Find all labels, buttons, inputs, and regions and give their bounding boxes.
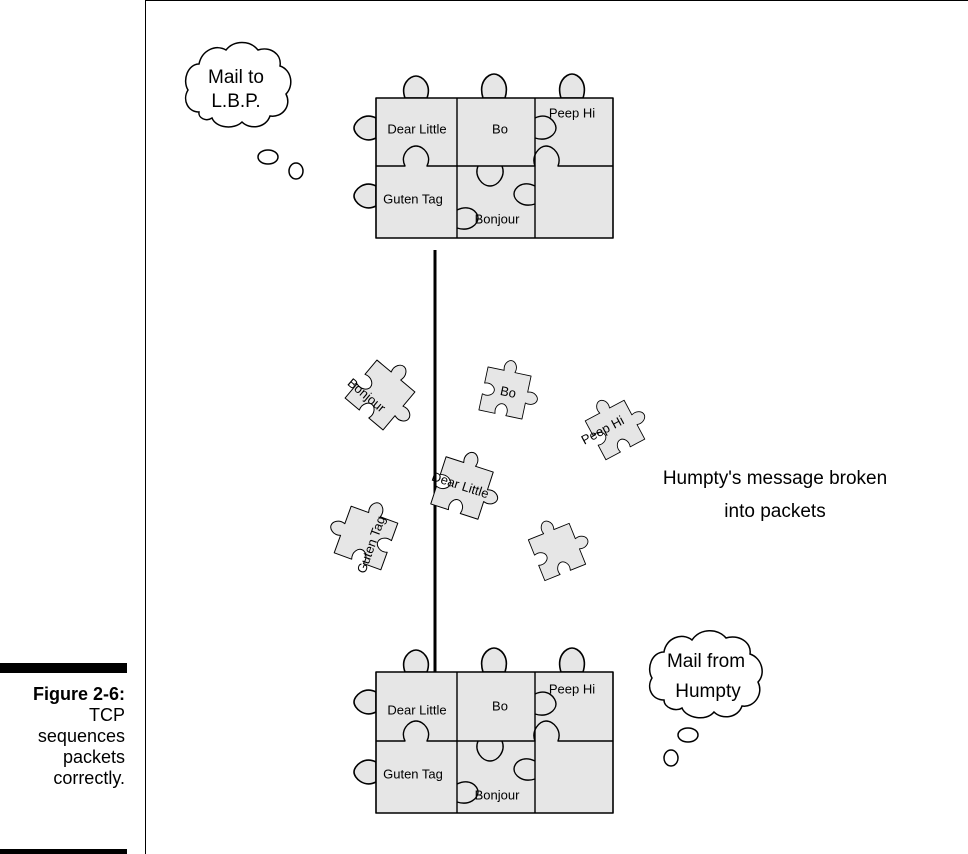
caption-rule-bottom bbox=[0, 849, 127, 854]
bottom-piece-5: Bonjour bbox=[475, 787, 520, 802]
bottom-piece-1: Dear Little bbox=[387, 702, 446, 717]
loose-piece-bo-label: Bo bbox=[499, 383, 518, 401]
diagram-panel bbox=[145, 0, 968, 854]
top-piece-2: Bo bbox=[492, 121, 508, 136]
caption-rule-top bbox=[0, 663, 127, 673]
cloud-bottom-line-1: Mail from bbox=[667, 651, 745, 672]
bottom-piece-3: Peep Hi bbox=[549, 681, 595, 696]
top-piece-5: Bonjour bbox=[475, 211, 520, 226]
cloud-top-line-2: L.B.P. bbox=[211, 91, 260, 112]
bottom-piece-4: Guten Tag bbox=[383, 766, 443, 781]
cloud-bottom-line-2: Humpty bbox=[675, 681, 741, 702]
top-piece-1: Dear Little bbox=[387, 121, 446, 136]
bottom-piece-2: Bo bbox=[492, 698, 508, 713]
cloud-top-line-1: Mail to bbox=[208, 67, 264, 88]
top-piece-3: Peep Hi bbox=[549, 105, 595, 120]
figure-caption-text: TCP sequences packets correctly. bbox=[37, 705, 125, 788]
bottom-puzzle-frame bbox=[375, 671, 614, 814]
top-puzzle-frame bbox=[375, 97, 614, 239]
bottom-puzzle: Dear Little Bo Peep Hi Guten Tag Bonjour bbox=[353, 647, 614, 814]
thought-cloud-bottom: Mail from Humpty bbox=[648, 630, 763, 767]
figure-caption: Figure 2-6: TCP sequences packets correc… bbox=[0, 684, 125, 789]
figure-number: Figure 2-6: bbox=[32, 684, 125, 704]
loose-piece-blank bbox=[523, 508, 597, 582]
annotation-line-2: into packets bbox=[724, 501, 825, 522]
top-piece-4: Guten Tag bbox=[383, 191, 443, 206]
thought-cloud-top: Mail to L.B.P. bbox=[184, 41, 304, 180]
top-puzzle: Dear Little Bo Peep Hi Guten Tag Bonjour bbox=[353, 73, 614, 239]
annotation-line-1: Humpty's message broken bbox=[663, 468, 887, 489]
